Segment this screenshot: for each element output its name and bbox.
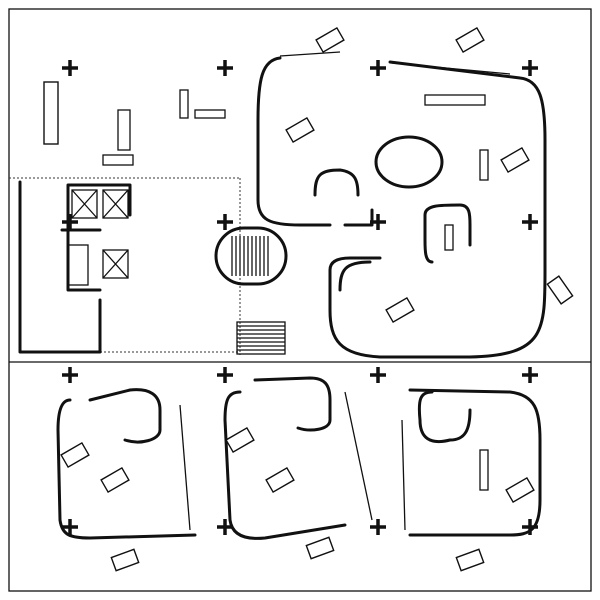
desk [110, 548, 140, 572]
window-line [279, 51, 341, 57]
desk [305, 536, 335, 560]
window-line-2 [391, 62, 511, 75]
desk [385, 296, 415, 324]
desk [100, 466, 130, 494]
desk [60, 441, 90, 469]
column-cross [217, 214, 233, 230]
elevator-icon [71, 189, 98, 219]
elevator-icon [102, 249, 129, 279]
column-cross [522, 367, 538, 383]
column-cross [62, 367, 78, 383]
office-upper-right-inner [338, 203, 472, 292]
structural-columns [62, 60, 538, 535]
cabinet [479, 149, 489, 181]
office-lower-middle-wall [223, 376, 347, 540]
cabinet [479, 449, 489, 491]
cabinet [444, 224, 454, 251]
desk [455, 26, 485, 54]
glazing-left [179, 404, 191, 531]
lower-stair [236, 321, 286, 355]
office-lower-left-wall [56, 388, 197, 540]
column-cross [62, 60, 78, 76]
cabinet [102, 154, 134, 166]
furniture [60, 26, 574, 572]
column-cross [217, 367, 233, 383]
glazing-middle [344, 391, 373, 521]
central-stair [214, 226, 288, 286]
conference-table [43, 81, 59, 145]
desk [225, 426, 255, 454]
service-stair [67, 244, 89, 286]
column-cross [217, 519, 233, 535]
column-cross [522, 60, 538, 76]
elevator-core [18, 180, 132, 354]
round-meeting-room [374, 135, 444, 189]
column-cross [370, 519, 386, 535]
elevator-icon [102, 189, 129, 219]
desk [505, 476, 535, 504]
office-lower-right-wall [408, 388, 542, 537]
cabinet [194, 109, 226, 119]
glazing-right [401, 419, 406, 531]
cabinet [117, 109, 131, 151]
desk [315, 26, 345, 54]
site-boundary [8, 8, 592, 592]
column-cross [370, 60, 386, 76]
cabinet [424, 94, 486, 106]
column-cross [62, 519, 78, 535]
desk [546, 275, 574, 305]
column-cross [370, 367, 386, 383]
desk [265, 466, 295, 494]
office-upper-right-wall [256, 56, 547, 359]
column-cross [217, 60, 233, 76]
cabinet [179, 89, 189, 119]
service-pod [313, 168, 360, 197]
desk [285, 116, 315, 144]
column-cross [522, 214, 538, 230]
column-cross [62, 214, 78, 230]
desk [455, 548, 485, 572]
desk [500, 146, 530, 174]
